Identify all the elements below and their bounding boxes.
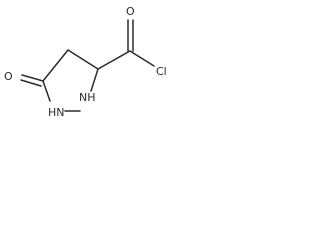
atom-label-o-ring: O [4,70,13,83]
pyrazolidine-carbonyl-chloride-structure: O HN NH O Cl [4,5,167,119]
bond-c5-o-double-a [21,74,44,82]
atom-label-cl: Cl [156,65,167,78]
atom-label-nh: NH [79,91,96,104]
bond-n1-c5 [42,80,51,102]
bond-c5-c4 [42,49,69,82]
atom-label-hn: HN [48,106,65,119]
bond-c3-n2 [90,68,99,92]
atom-label-o-acid: O [126,5,135,18]
bond-c6-cl [129,50,155,67]
bond-c5-o-double-b [20,79,42,87]
bond-c4-c3 [67,49,99,70]
bond-c3-c6 [97,50,131,70]
